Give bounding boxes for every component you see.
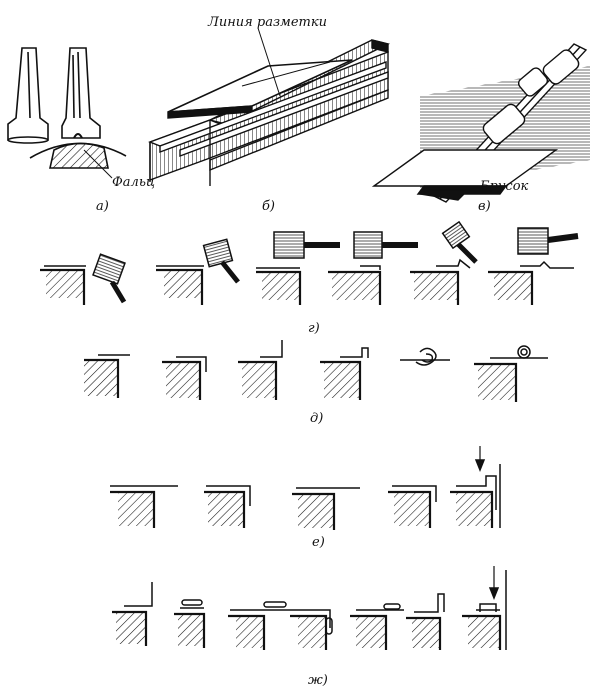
- caption-b: б): [262, 199, 275, 214]
- label-bar: Брусок: [479, 179, 529, 194]
- block-zh4: [290, 609, 333, 650]
- caption-d: д): [310, 411, 323, 426]
- block-e4: [388, 485, 437, 528]
- block-d4: [320, 347, 369, 400]
- block-e1: [110, 485, 178, 528]
- caption-v: в): [478, 199, 491, 214]
- block-g2: [156, 238, 240, 305]
- block-g1: [40, 253, 127, 305]
- block-d5: [400, 347, 450, 366]
- block-e3: [292, 487, 360, 530]
- block-zh6: [406, 593, 445, 650]
- label-marking-line: Линия разметки: [207, 15, 327, 30]
- caption-zh: ж): [308, 673, 328, 688]
- block-zh1: [112, 582, 153, 646]
- illustration-a: [7, 47, 127, 179]
- label-seam: Фальц: [112, 175, 155, 190]
- block-g4: [328, 231, 418, 305]
- block-d2: [162, 356, 207, 400]
- illustration-v: [371, 43, 590, 203]
- caption-g: г): [308, 321, 320, 336]
- block-zh2: [174, 599, 206, 648]
- illustration-e: [110, 446, 501, 530]
- illustration-b: [148, 27, 391, 186]
- block-g3: [256, 231, 340, 305]
- block-d6: [474, 345, 548, 402]
- illustration-g: [40, 220, 579, 305]
- illustration-zh: [112, 566, 507, 650]
- block-e5: [450, 446, 501, 528]
- illustration-d: [84, 340, 548, 402]
- block-g6: [488, 227, 579, 305]
- caption-e: е): [312, 535, 325, 550]
- block-d3: [238, 340, 283, 400]
- block-e2: [204, 485, 251, 528]
- block-d1: [84, 354, 130, 398]
- block-zh7: [462, 566, 507, 650]
- block-zh3: [228, 601, 292, 650]
- block-g5: [410, 220, 478, 305]
- caption-a: а): [96, 199, 109, 214]
- block-zh5: [350, 603, 404, 650]
